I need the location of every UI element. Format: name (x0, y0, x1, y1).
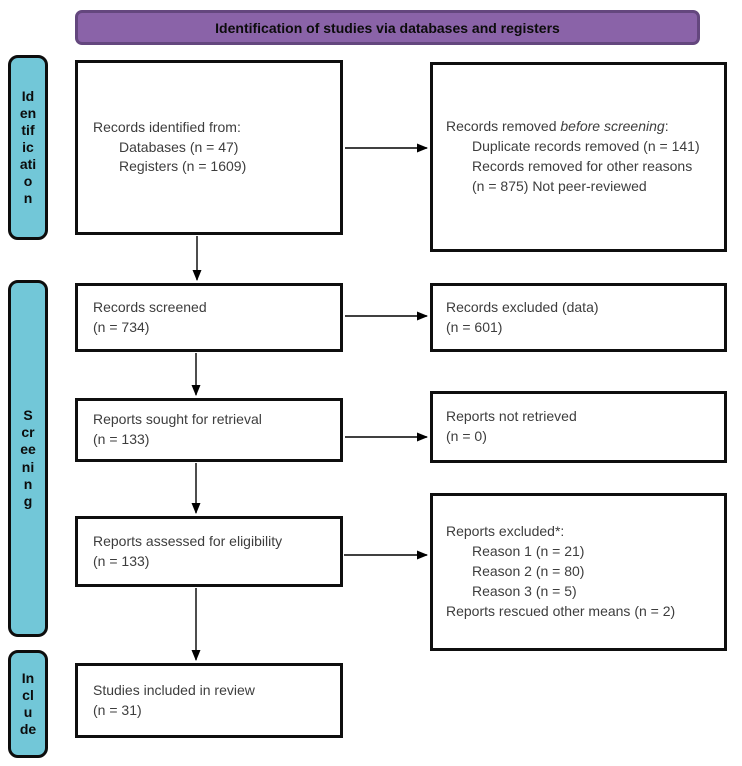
stage-label-identification-text: Id en tif ic ati o n (19, 87, 37, 207)
reports-excluded-footer: Reports rescued other means (n = 2) (446, 602, 676, 619)
reports-assessed-count: (n = 133) (93, 552, 150, 569)
reports-excluded-title: Reports excluded*: (446, 523, 565, 540)
reports-assessed-line1: Reports assessed for eligibility (93, 532, 283, 549)
records-screened-line1: Records screened (93, 298, 207, 315)
box-records-screened: Records screened (n = 734) (75, 283, 343, 352)
records-removed-title-italic: before screening (560, 118, 665, 135)
stage-label-identification: Id en tif ic ati o n (8, 55, 48, 240)
records-identified-title: Records identified from: (93, 118, 241, 135)
records-identified-item: Registers (n = 1609) (119, 158, 247, 175)
reports-excluded-reason: Reason 1 (n = 21) (472, 543, 585, 560)
diagram-title: Identification of studies via databases … (215, 19, 560, 36)
reports-excluded-reason: Reason 3 (n = 5) (472, 582, 577, 599)
records-excluded-count: (n = 601) (446, 318, 503, 335)
stage-label-screening-text: S cr ee ni n g (20, 407, 36, 509)
box-reports-assessed: Reports assessed for eligibility (n = 13… (75, 516, 343, 587)
box-studies-included: Studies included in review (n = 31) (75, 663, 343, 738)
studies-included-line1: Studies included in review (93, 681, 255, 698)
records-removed-item: Duplicate records removed (n = 141) (472, 138, 700, 155)
records-excluded-line1: Records excluded (data) (446, 298, 599, 315)
stage-label-include-text: In cl u de (19, 669, 37, 738)
box-records-excluded: Records excluded (data) (n = 601) (430, 283, 727, 352)
stage-label-include: In cl u de (8, 650, 48, 758)
box-records-removed: Records removed before screening: Duplic… (430, 62, 727, 252)
studies-included-count: (n = 31) (93, 701, 142, 718)
reports-excluded-reason: Reason 2 (n = 80) (472, 563, 585, 580)
records-removed-item: Records removed for other reasons (n = 8… (472, 158, 693, 194)
reports-not-retrieved-count: (n = 0) (446, 428, 487, 444)
stage-label-screening: S cr ee ni n g (8, 280, 48, 637)
records-identified-item: Databases (n = 47) (119, 138, 239, 155)
box-reports-sought: Reports sought for retrieval (n = 133) (75, 398, 343, 462)
box-reports-excluded: Reports excluded*: Reason 1 (n = 21) Rea… (430, 493, 727, 651)
box-reports-not-retrieved: Reports not retrieved (n = 0) (430, 391, 727, 463)
records-screened-count: (n = 734) (93, 318, 150, 335)
reports-sought-count: (n = 133) (93, 431, 150, 447)
reports-sought-line1: Reports sought for retrieval (93, 411, 262, 428)
records-removed-title: Records removed before screening: (446, 118, 669, 135)
box-records-identified: Records identified from: Databases (n = … (75, 60, 343, 235)
diagram-header-banner: Identification of studies via databases … (75, 10, 700, 45)
reports-not-retrieved-line1: Reports not retrieved (446, 408, 577, 425)
